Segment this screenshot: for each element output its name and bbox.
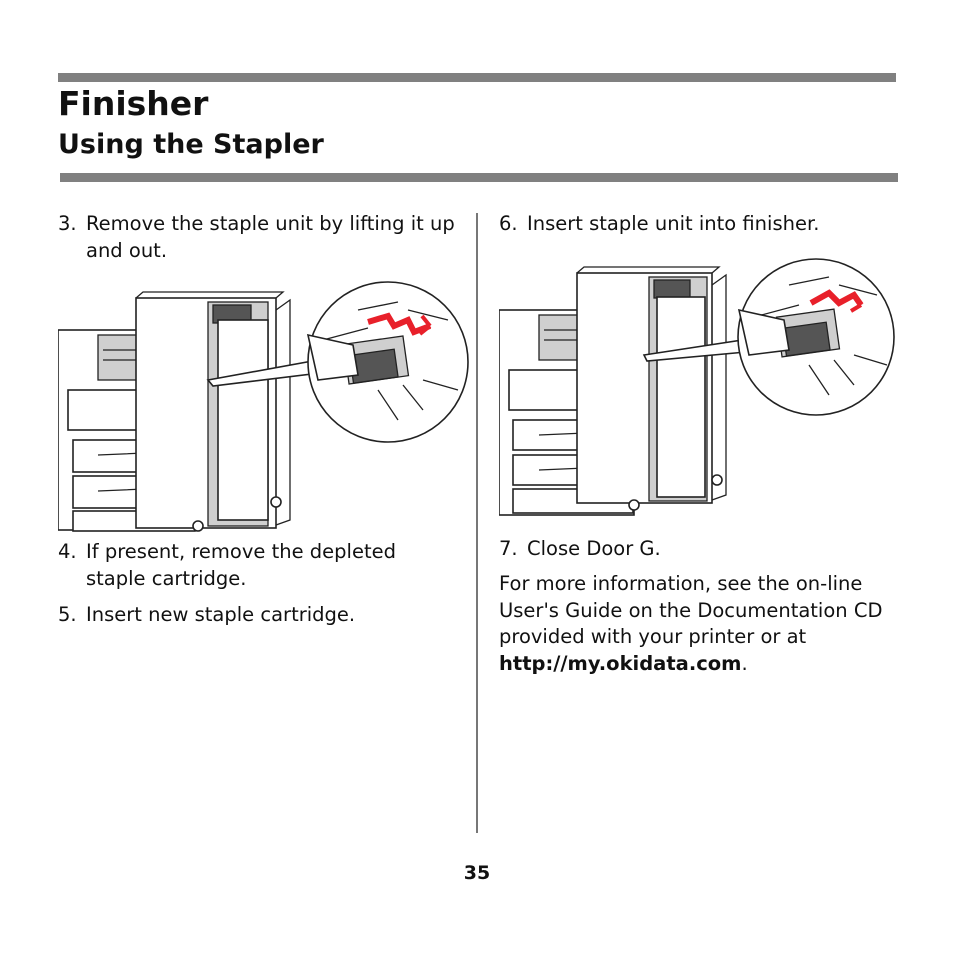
header-rule-bottom xyxy=(60,173,898,182)
step-3: 3. Remove the staple unit by lifting it … xyxy=(58,210,458,264)
step-number: 5. xyxy=(58,603,77,626)
step-number: 6. xyxy=(499,212,518,235)
okidata-link[interactable]: http://my.okidata.com xyxy=(499,651,742,675)
step-text: Close Door G. xyxy=(527,537,661,560)
info-text: For more information, see the on-line Us… xyxy=(499,572,883,648)
step-number: 4. xyxy=(58,540,77,563)
info-suffix: . xyxy=(741,651,748,675)
step-5: 5. Insert new staple cartridge. xyxy=(58,601,458,628)
insert-staple-unit-illustration xyxy=(499,258,895,516)
page-title: Finisher xyxy=(58,84,209,123)
step-number: 7. xyxy=(499,537,518,560)
remove-staple-unit-illustration xyxy=(58,281,469,532)
step-6: 6. Insert staple unit into finisher. xyxy=(499,210,899,237)
step-text: If present, remove the depleted staple c… xyxy=(86,540,396,590)
step-number: 3. xyxy=(58,212,77,235)
step-text: Remove the staple unit by lifting it up … xyxy=(86,212,455,262)
step-text: Insert staple unit into finisher. xyxy=(527,212,820,235)
info-paragraph: For more information, see the on-line Us… xyxy=(499,571,894,677)
section-title: Using the Stapler xyxy=(58,129,324,160)
step-text: Insert new staple cartridge. xyxy=(86,603,356,626)
column-divider xyxy=(476,213,478,833)
page-number: 35 xyxy=(463,862,491,884)
step-7: 7. Close Door G. xyxy=(499,535,899,562)
header-rule-top xyxy=(58,73,896,82)
step-4: 4. If present, remove the depleted stapl… xyxy=(58,538,458,592)
